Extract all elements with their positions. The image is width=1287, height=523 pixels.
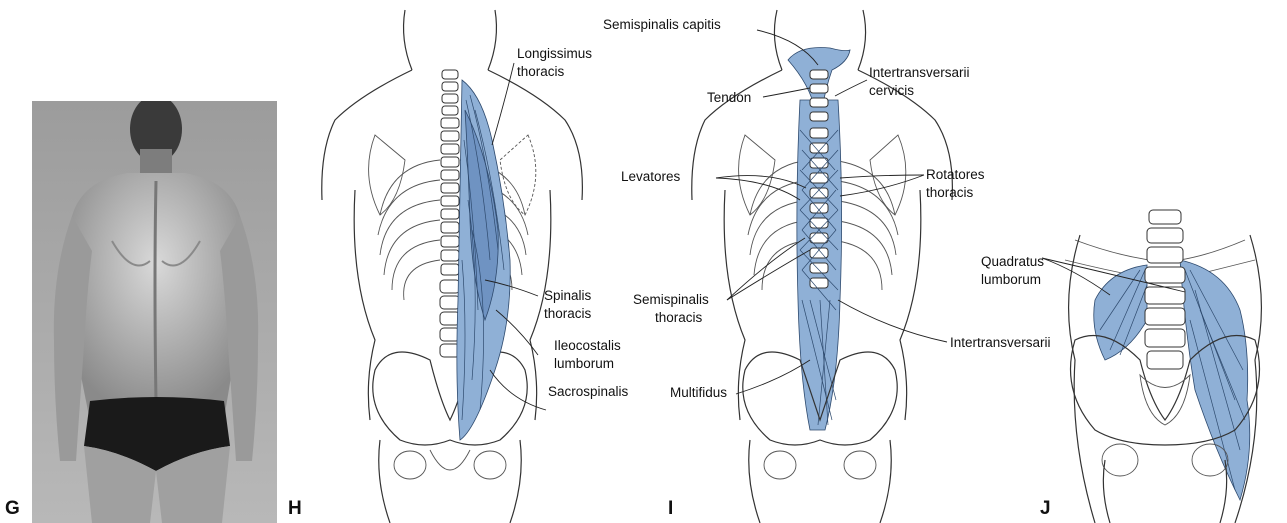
panel-h-diagram bbox=[300, 0, 680, 523]
label-quadratus-lumborum-line2: lumborum bbox=[981, 272, 1041, 288]
label-semispinalis-thoracis-line2: thoracis bbox=[655, 310, 702, 326]
erector-spinae-illustration bbox=[300, 0, 680, 523]
panel-letter-i: I bbox=[668, 498, 673, 520]
label-rotatores-thoracis-line1: Rotatores bbox=[926, 167, 985, 183]
label-longissimus-thoracis-line1: Longissimus bbox=[517, 46, 592, 62]
label-levatores: Levatores bbox=[621, 169, 680, 185]
label-spinalis-thoracis-line2: thoracis bbox=[544, 306, 591, 322]
label-ileocostalis-lumborum-line1: Ileocostalis bbox=[554, 338, 621, 354]
panel-g-photo bbox=[32, 101, 277, 523]
label-intertransversarii-cervicis-line2: cervicis bbox=[869, 83, 914, 99]
label-intertransversarii-cervicis-line1: Intertransversarii bbox=[869, 65, 970, 81]
label-spinalis-thoracis-line1: Spinalis bbox=[544, 288, 591, 304]
label-quadratus-lumborum-line1: Quadratus bbox=[981, 254, 1044, 270]
back-photo-illustration bbox=[32, 101, 277, 523]
label-longissimus-thoracis-line2: thoracis bbox=[517, 64, 564, 80]
label-semispinalis-thoracis-line1: Semispinalis bbox=[633, 292, 709, 308]
label-semispinalis-capitis: Semispinalis capitis bbox=[603, 17, 721, 33]
panel-letter-j: J bbox=[1040, 498, 1051, 520]
label-rotatores-thoracis-line2: thoracis bbox=[926, 185, 973, 201]
panel-letter-g: G bbox=[5, 498, 20, 520]
quadratus-lumborum-illustration bbox=[1035, 200, 1287, 523]
label-multifidus: Multifidus bbox=[670, 385, 727, 401]
label-tendon: Tendon bbox=[707, 90, 751, 106]
label-ileocostalis-lumborum-line2: lumborum bbox=[554, 356, 614, 372]
label-sacrospinalis: Sacrospinalis bbox=[548, 384, 628, 400]
panel-j-diagram bbox=[1035, 200, 1287, 523]
panel-letter-h: H bbox=[288, 498, 302, 520]
